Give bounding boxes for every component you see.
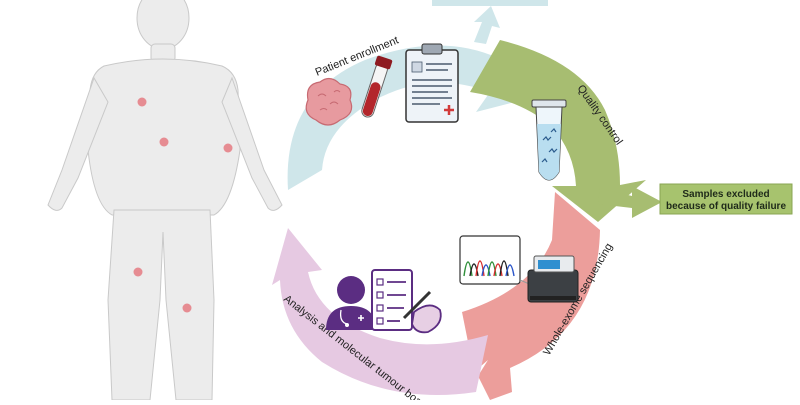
tumour-site-dot	[133, 267, 143, 277]
patient-enrollment-arrow	[287, 44, 530, 190]
samples-excluded-line1: Samples excluded	[682, 189, 769, 200]
tumour-tissue-icon	[305, 77, 353, 126]
clinician-icon	[326, 276, 376, 330]
samples-excluded-box: Samples excluded because of quality fail…	[659, 183, 793, 215]
tumour-sites	[133, 97, 233, 313]
sequencer-icon	[527, 255, 579, 303]
checklist-icon	[371, 269, 413, 331]
top-output-box	[432, 0, 548, 6]
samples-excluded-line2: because of quality failure	[666, 201, 786, 212]
sample-tube-icon	[531, 99, 567, 181]
top-output-arrow	[474, 6, 500, 44]
tumour-site-dot	[223, 143, 233, 153]
analysis-arrow	[272, 228, 488, 396]
blood-tube-icon	[361, 55, 393, 118]
hand-with-pen-icon	[402, 290, 442, 334]
tumour-site-dot	[182, 303, 192, 313]
clipboard-icon	[405, 43, 459, 123]
tumour-site-dot	[159, 137, 169, 147]
chromatogram-icon	[459, 235, 535, 287]
tumour-site-dot	[137, 97, 147, 107]
quality-failure-arrow	[598, 186, 662, 218]
human-body	[47, 0, 283, 401]
